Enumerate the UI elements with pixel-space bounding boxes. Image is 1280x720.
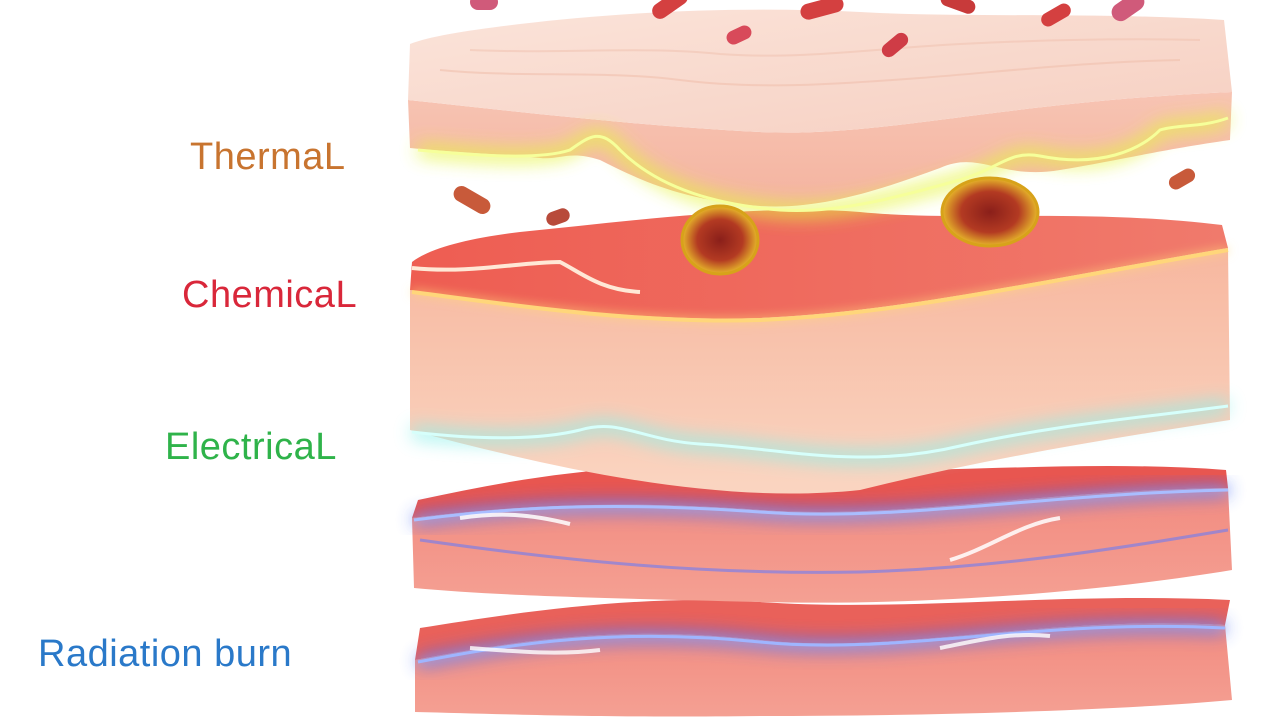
bacteria-rod <box>1168 168 1196 190</box>
label-thermal: ThermaL <box>190 136 346 178</box>
bacteria-rod <box>652 0 688 19</box>
thermal-layer <box>408 9 1232 217</box>
bacteria-rod <box>726 25 752 45</box>
bacteria-rod <box>546 208 570 226</box>
bacteria-rod <box>470 0 498 10</box>
bacteria-rod <box>881 32 909 58</box>
label-electrical: ElectricaL <box>165 426 337 468</box>
bacteria-rod <box>1111 0 1145 22</box>
bacteria-cluster <box>453 0 1196 276</box>
bacteria-cell-large <box>680 204 760 276</box>
bacteria-cell-large <box>940 176 1040 248</box>
radiation-layer <box>415 598 1232 717</box>
chemical-layer <box>410 209 1230 494</box>
bacteria-rod <box>800 0 844 20</box>
label-radiation: Radiation burn <box>38 633 293 675</box>
bacteria-rod <box>940 0 976 14</box>
bacteria-rod <box>1041 3 1071 27</box>
label-chemical: ChemicaL <box>182 274 358 316</box>
bacteria-rod <box>453 186 491 214</box>
